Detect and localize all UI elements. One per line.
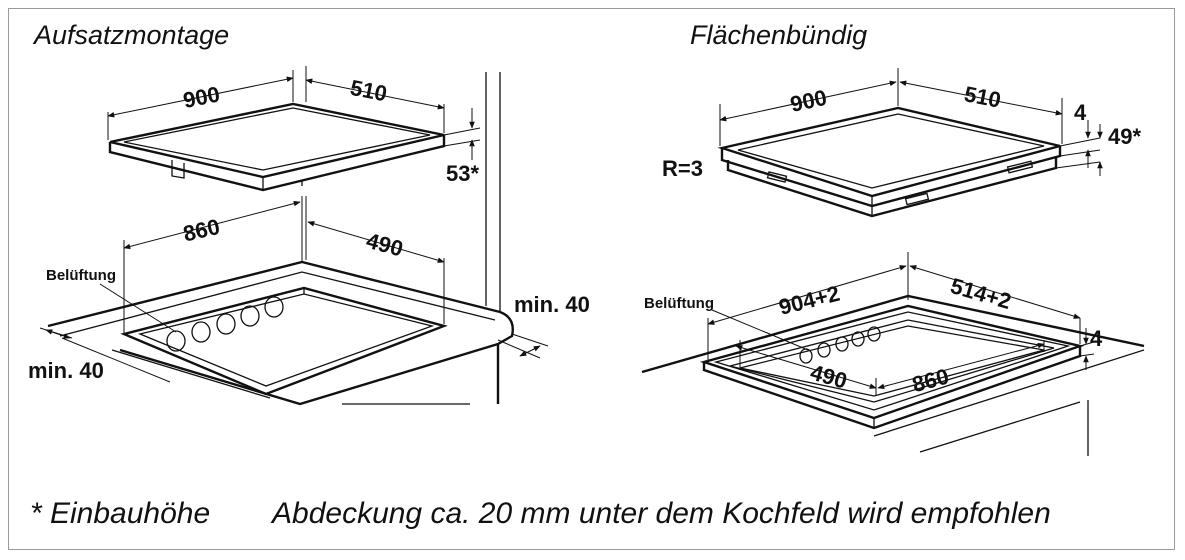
right-height: 49* (1108, 124, 1141, 149)
left-height: 53* (446, 161, 479, 186)
left-hob (108, 102, 446, 192)
right-inner-depth: 490 (808, 360, 850, 394)
left-cutout-depth: 490 (364, 228, 406, 262)
right-radius: R=3 (662, 156, 703, 181)
left-cutout-dims (123, 200, 445, 334)
right-inner-dims (735, 340, 1045, 396)
left-hob-width: 900 (181, 81, 222, 113)
right-cutout-width: 904+2 (776, 281, 842, 320)
right-cutout-dims (707, 252, 1095, 370)
left-top-dims (107, 66, 481, 160)
left-vent-holes (166, 296, 284, 352)
left-title: Aufsatzmontage (32, 20, 229, 50)
right-hob (717, 106, 1062, 218)
right-step: 4 (1090, 326, 1103, 351)
left-hob-depth: 510 (348, 75, 389, 107)
left-cutout-width: 860 (181, 214, 222, 247)
left-worktop (47, 260, 514, 406)
right-title: Flächenbündig (690, 20, 867, 50)
footer-note: * Einbauhöhe (30, 497, 210, 530)
footer-recommendation: Abdeckung ca. 20 mm unter dem Kochfeld w… (270, 497, 1051, 530)
right-vent-label: Belüftung (644, 295, 714, 312)
right-frame-height: 4 (1074, 100, 1087, 125)
right-top-dims (719, 68, 1103, 176)
left-min-right: min. 40 (514, 292, 590, 317)
right-cutout-depth: 514+2 (948, 273, 1014, 314)
right-hob-depth: 510 (962, 81, 1003, 113)
left-min-left: min. 40 (28, 358, 104, 383)
right-worktop (641, 294, 1145, 456)
left-cabinet (485, 72, 501, 312)
left-vent-label: Belüftung (46, 267, 116, 284)
right-hob-width: 900 (788, 85, 829, 117)
